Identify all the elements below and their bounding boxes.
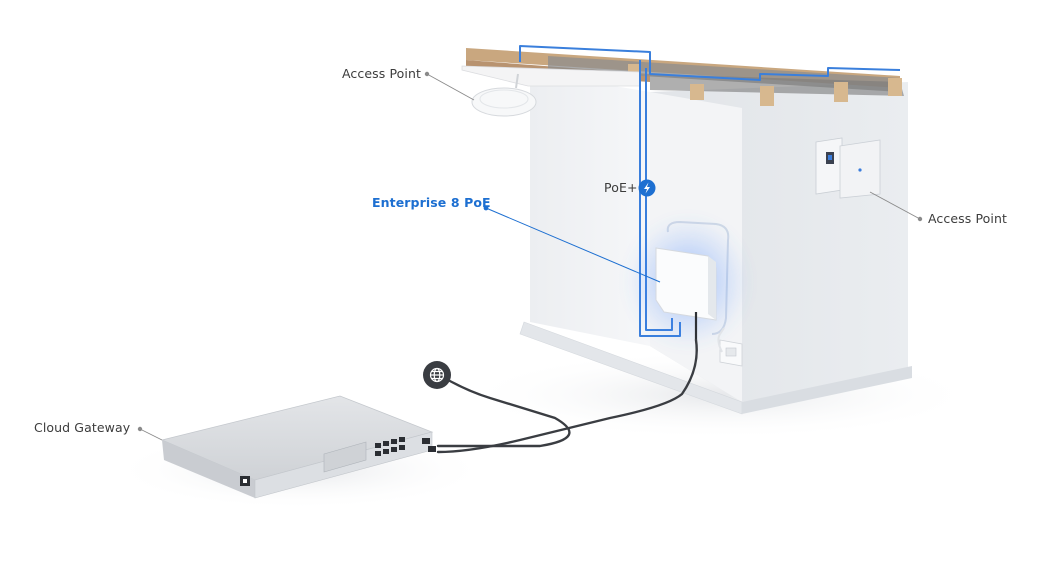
access-point-right-label: Access Point <box>928 211 1008 226</box>
ceiling-access-point <box>471 73 537 117</box>
leader-lines <box>137 71 923 441</box>
poe-marker <box>638 179 656 197</box>
enterprise-switch <box>626 216 750 348</box>
lightning-bolt-icon <box>644 182 650 194</box>
ethernet-cables <box>436 338 698 454</box>
globe-icon <box>429 367 445 383</box>
enterprise-switch-label: Enterprise 8 PoE <box>372 195 491 210</box>
wall-outlet <box>717 327 743 367</box>
wall-access-point <box>815 137 881 199</box>
poe-label: PoE+ <box>604 180 638 195</box>
cloud-gateway-device <box>160 395 436 499</box>
access-point-top-label: Access Point <box>342 66 422 81</box>
internet-globe <box>423 361 451 389</box>
cloud-gateway-label: Cloud Gateway <box>34 420 131 435</box>
